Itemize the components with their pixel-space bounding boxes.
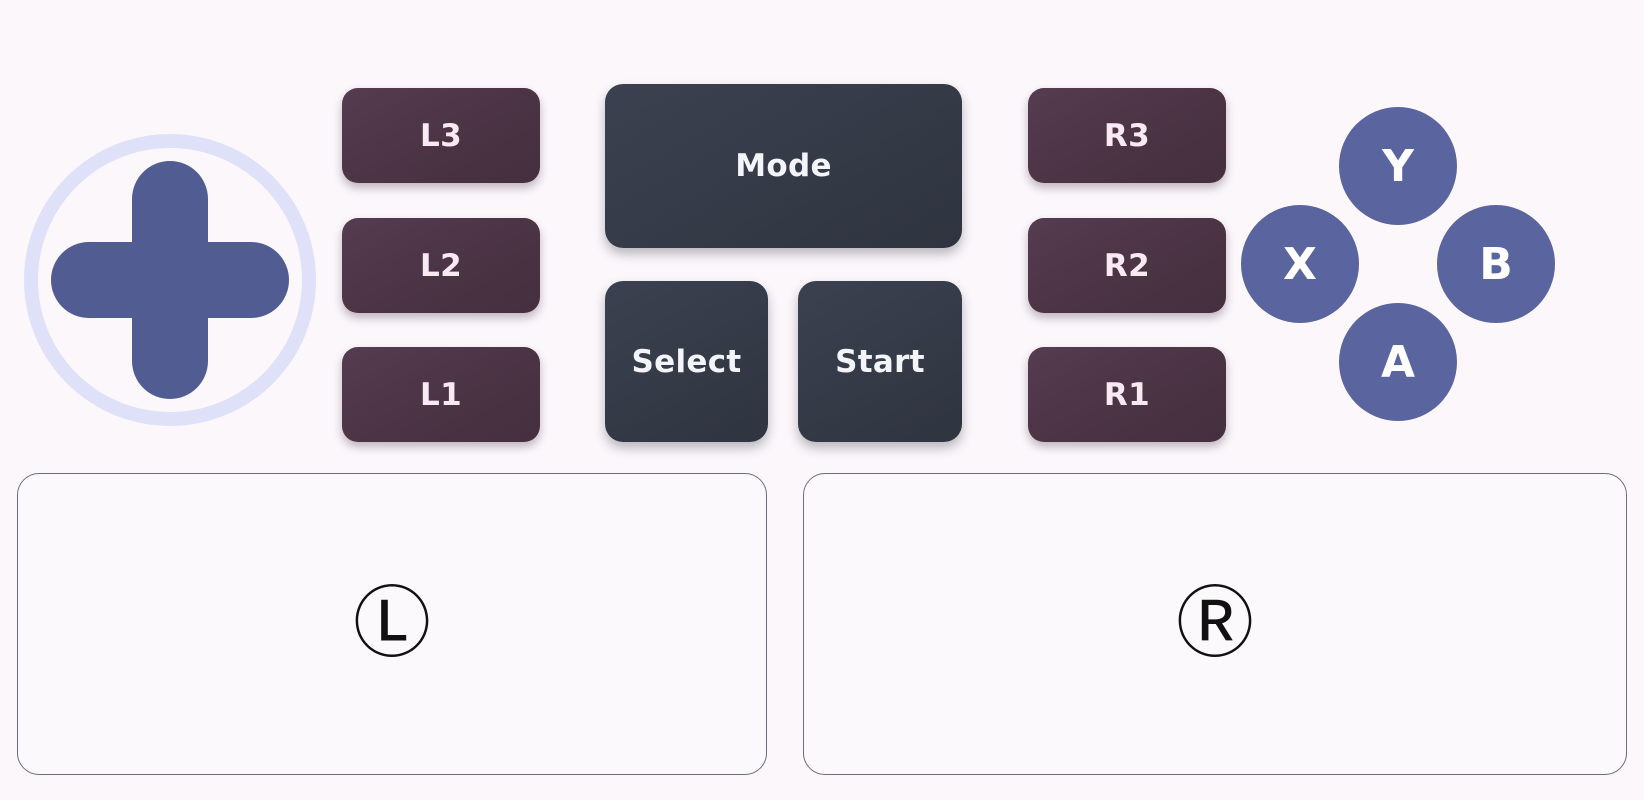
button-start[interactable]: Start: [798, 281, 962, 442]
button-l1[interactable]: L1: [342, 347, 540, 442]
button-mode[interactable]: Mode: [605, 84, 962, 248]
dpad-cross-icon: [51, 161, 289, 399]
left-stick-touch-panel[interactable]: Ⓛ: [17, 473, 767, 775]
circled-l-icon: Ⓛ: [352, 579, 431, 669]
dpad-horizontal-bar: [51, 242, 289, 318]
dpad[interactable]: [24, 134, 316, 426]
button-r1[interactable]: R1: [1028, 347, 1226, 442]
button-y[interactable]: Y: [1339, 107, 1457, 225]
button-r3[interactable]: R3: [1028, 88, 1226, 183]
button-b[interactable]: B: [1437, 205, 1555, 323]
button-select[interactable]: Select: [605, 281, 768, 442]
button-a[interactable]: A: [1339, 303, 1457, 421]
button-x[interactable]: X: [1241, 205, 1359, 323]
button-l2[interactable]: L2: [342, 218, 540, 313]
circled-r-icon: Ⓡ: [1175, 579, 1254, 669]
button-r2[interactable]: R2: [1028, 218, 1226, 313]
button-l3[interactable]: L3: [342, 88, 540, 183]
right-stick-touch-panel[interactable]: Ⓡ: [803, 473, 1627, 775]
